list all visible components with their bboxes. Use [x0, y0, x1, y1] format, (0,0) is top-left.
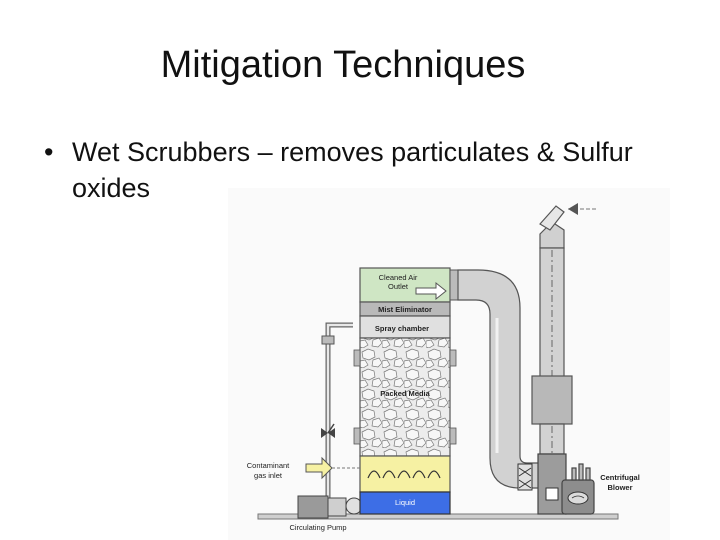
centrifugal-blower: [537, 453, 595, 515]
outlet-arrow-icon: [415, 281, 447, 301]
damper-section: [531, 375, 573, 425]
contaminant-gas-inlet-label: Contaminant: [247, 461, 290, 470]
pipe-flange: [321, 335, 335, 345]
cleaned-air-outlet-label-line2: Outlet: [388, 282, 409, 291]
inlet-arrow-icon: [305, 456, 333, 480]
inlet-section: [359, 455, 451, 493]
liquid-section: [359, 491, 451, 515]
spray-chamber-label: Spray chamber: [375, 324, 429, 333]
centrifugal-blower-label: Centrifugal: [600, 473, 640, 482]
outlet-flange: [449, 269, 459, 301]
bullet-dot: •: [44, 137, 54, 167]
swirl-arrows: [367, 470, 441, 479]
cleaned-air-outlet-label: Cleaned Air: [379, 273, 418, 282]
exhaust-stack: [531, 205, 573, 488]
slide-title: Mitigation Techniques: [160, 44, 526, 86]
valve-icon: [321, 423, 335, 438]
motor-fins: [571, 463, 591, 481]
liquid-label: Liquid: [395, 498, 415, 507]
mist-eliminator-label: Mist Eliminator: [378, 305, 432, 314]
scrubber-tower: [353, 267, 457, 515]
contaminant-gas-inlet-label-line2: gas inlet: [254, 471, 283, 480]
rain-cap: [539, 205, 565, 231]
circulating-pump-label: Circulating Pump: [289, 523, 346, 532]
bullet-text: Wet Scrubbers – removes particulates & S…: [72, 137, 633, 203]
wet-scrubber-diagram: Cleaned Air Outlet Mist Eliminator Spray…: [228, 188, 670, 540]
exhaust-arrow-icon: [568, 203, 598, 215]
packed-media-section: [359, 337, 451, 457]
packed-media-label: Packed Media: [380, 389, 430, 398]
duct-coupling-icon: [517, 463, 533, 491]
centrifugal-blower-label-line2: Blower: [607, 483, 632, 492]
